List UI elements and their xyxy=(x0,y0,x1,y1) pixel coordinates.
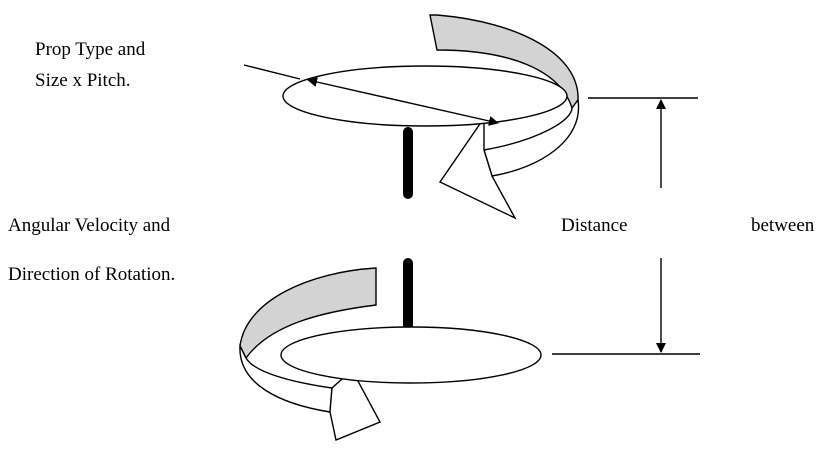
prop-type-label-line1: Prop Type and xyxy=(35,39,146,60)
distance-label: Distance xyxy=(561,215,628,236)
angular-velocity-label-line2: Direction of Rotation. xyxy=(8,264,176,285)
prop-type-label-line2: Size x Pitch. xyxy=(35,70,131,91)
prop-label-leader xyxy=(243,64,301,80)
angular-velocity-label-line1: Angular Velocity and xyxy=(8,215,171,236)
bottom-rotation-arrow xyxy=(239,267,381,441)
bottom-arrowhead xyxy=(329,368,381,441)
top-rotation-arrow xyxy=(429,14,580,220)
bottom-propeller-disc xyxy=(280,326,542,384)
top-arrowhead xyxy=(438,115,517,220)
diameter-arrow xyxy=(307,77,499,126)
between-label: between xyxy=(751,215,815,236)
top-propeller-disc xyxy=(282,65,568,127)
